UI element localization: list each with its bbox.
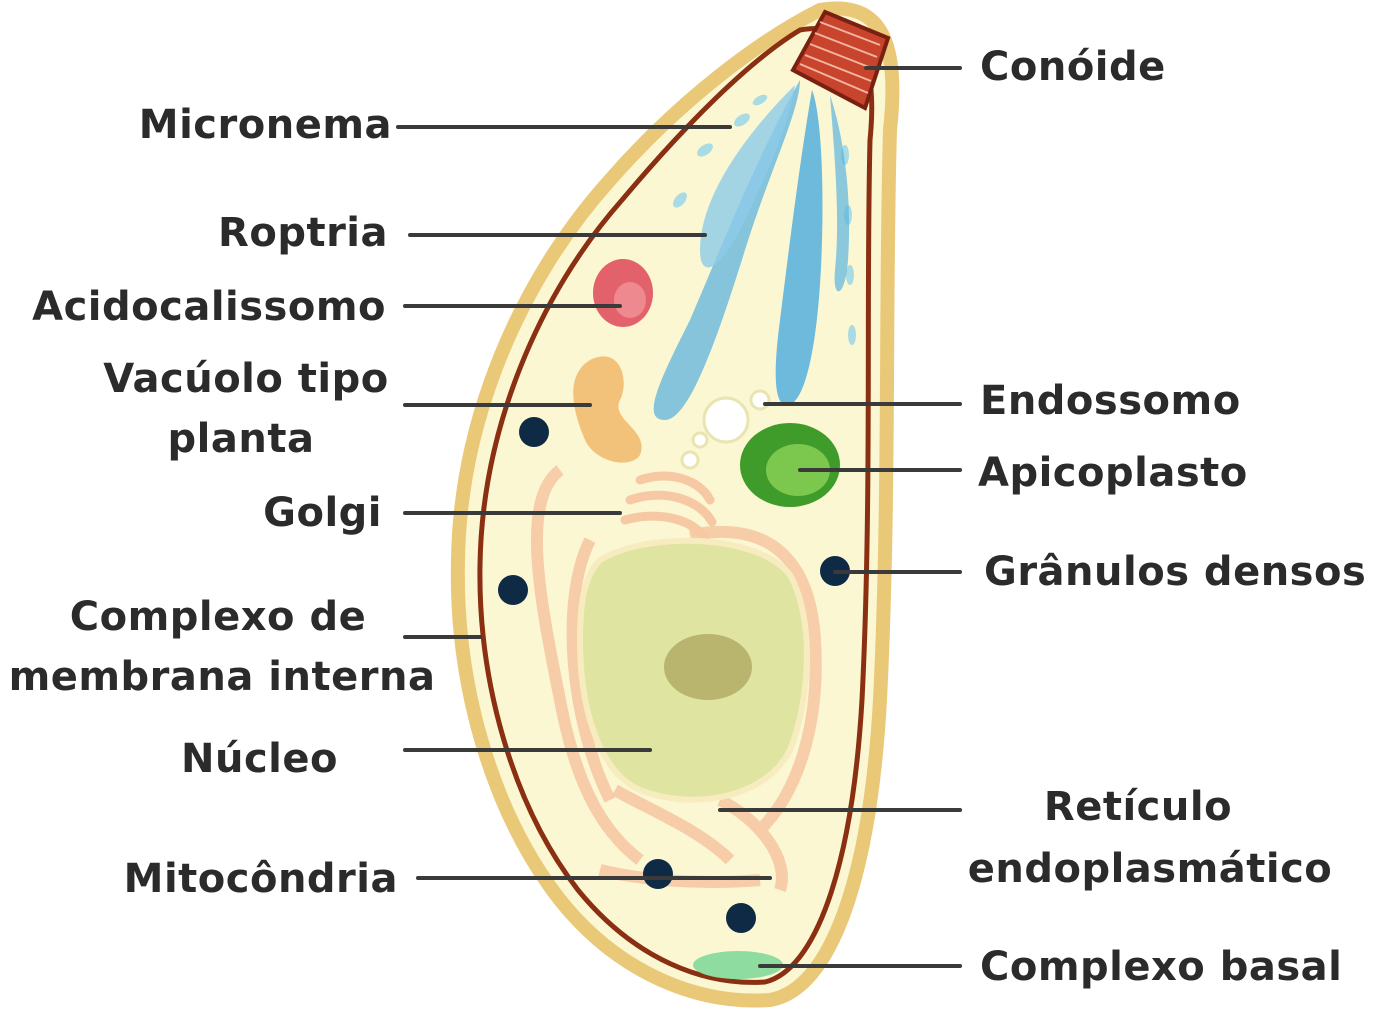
label-apicoplasto: Apicoplasto — [978, 450, 1248, 496]
label-complexo-line2: membrana interna — [9, 654, 436, 700]
rhoptries — [653, 80, 850, 420]
nucleus — [576, 537, 810, 803]
endosome — [680, 389, 771, 470]
label-vacuolo-line2: planta — [168, 416, 315, 462]
label-roptria: Roptria — [218, 210, 388, 256]
labels: Conóide Micronema Roptria Acidocalissomo… — [9, 44, 1366, 990]
label-reticulo-line2: endoplasmático — [968, 846, 1333, 892]
label-nucleo: Núcleo — [181, 736, 338, 782]
label-complexo-line1: Complexo de — [70, 594, 366, 640]
inner-membrane-complex — [477, 26, 875, 985]
label-micronema: Micronema — [139, 102, 392, 148]
leader-lines — [396, 66, 962, 968]
label-complexo-basal: Complexo basal — [980, 944, 1342, 990]
label-mitocondria: Mitocôndria — [124, 856, 398, 902]
label-endossomo: Endossomo — [980, 378, 1241, 424]
label-vacuolo-line1: Vacúolo tipo — [103, 356, 389, 402]
dense-granules — [498, 417, 850, 933]
label-golgi: Golgi — [263, 490, 382, 536]
endoplasmic-reticulum — [530, 465, 822, 892]
conoid — [790, 9, 891, 111]
acidocalcisome — [593, 259, 653, 327]
outer-membrane — [450, 1, 900, 1008]
cell-body — [450, 1, 900, 1008]
basal-complex — [693, 951, 783, 979]
plant-vacuole — [573, 356, 642, 463]
label-granulos: Grânulos densos — [984, 549, 1366, 595]
label-conoide: Conóide — [980, 44, 1166, 90]
label-acidocalissomo: Acidocalissomo — [32, 284, 386, 330]
apicoplast — [740, 423, 840, 507]
label-reticulo-line1: Retículo — [1044, 784, 1232, 830]
nucleolus — [664, 634, 752, 700]
